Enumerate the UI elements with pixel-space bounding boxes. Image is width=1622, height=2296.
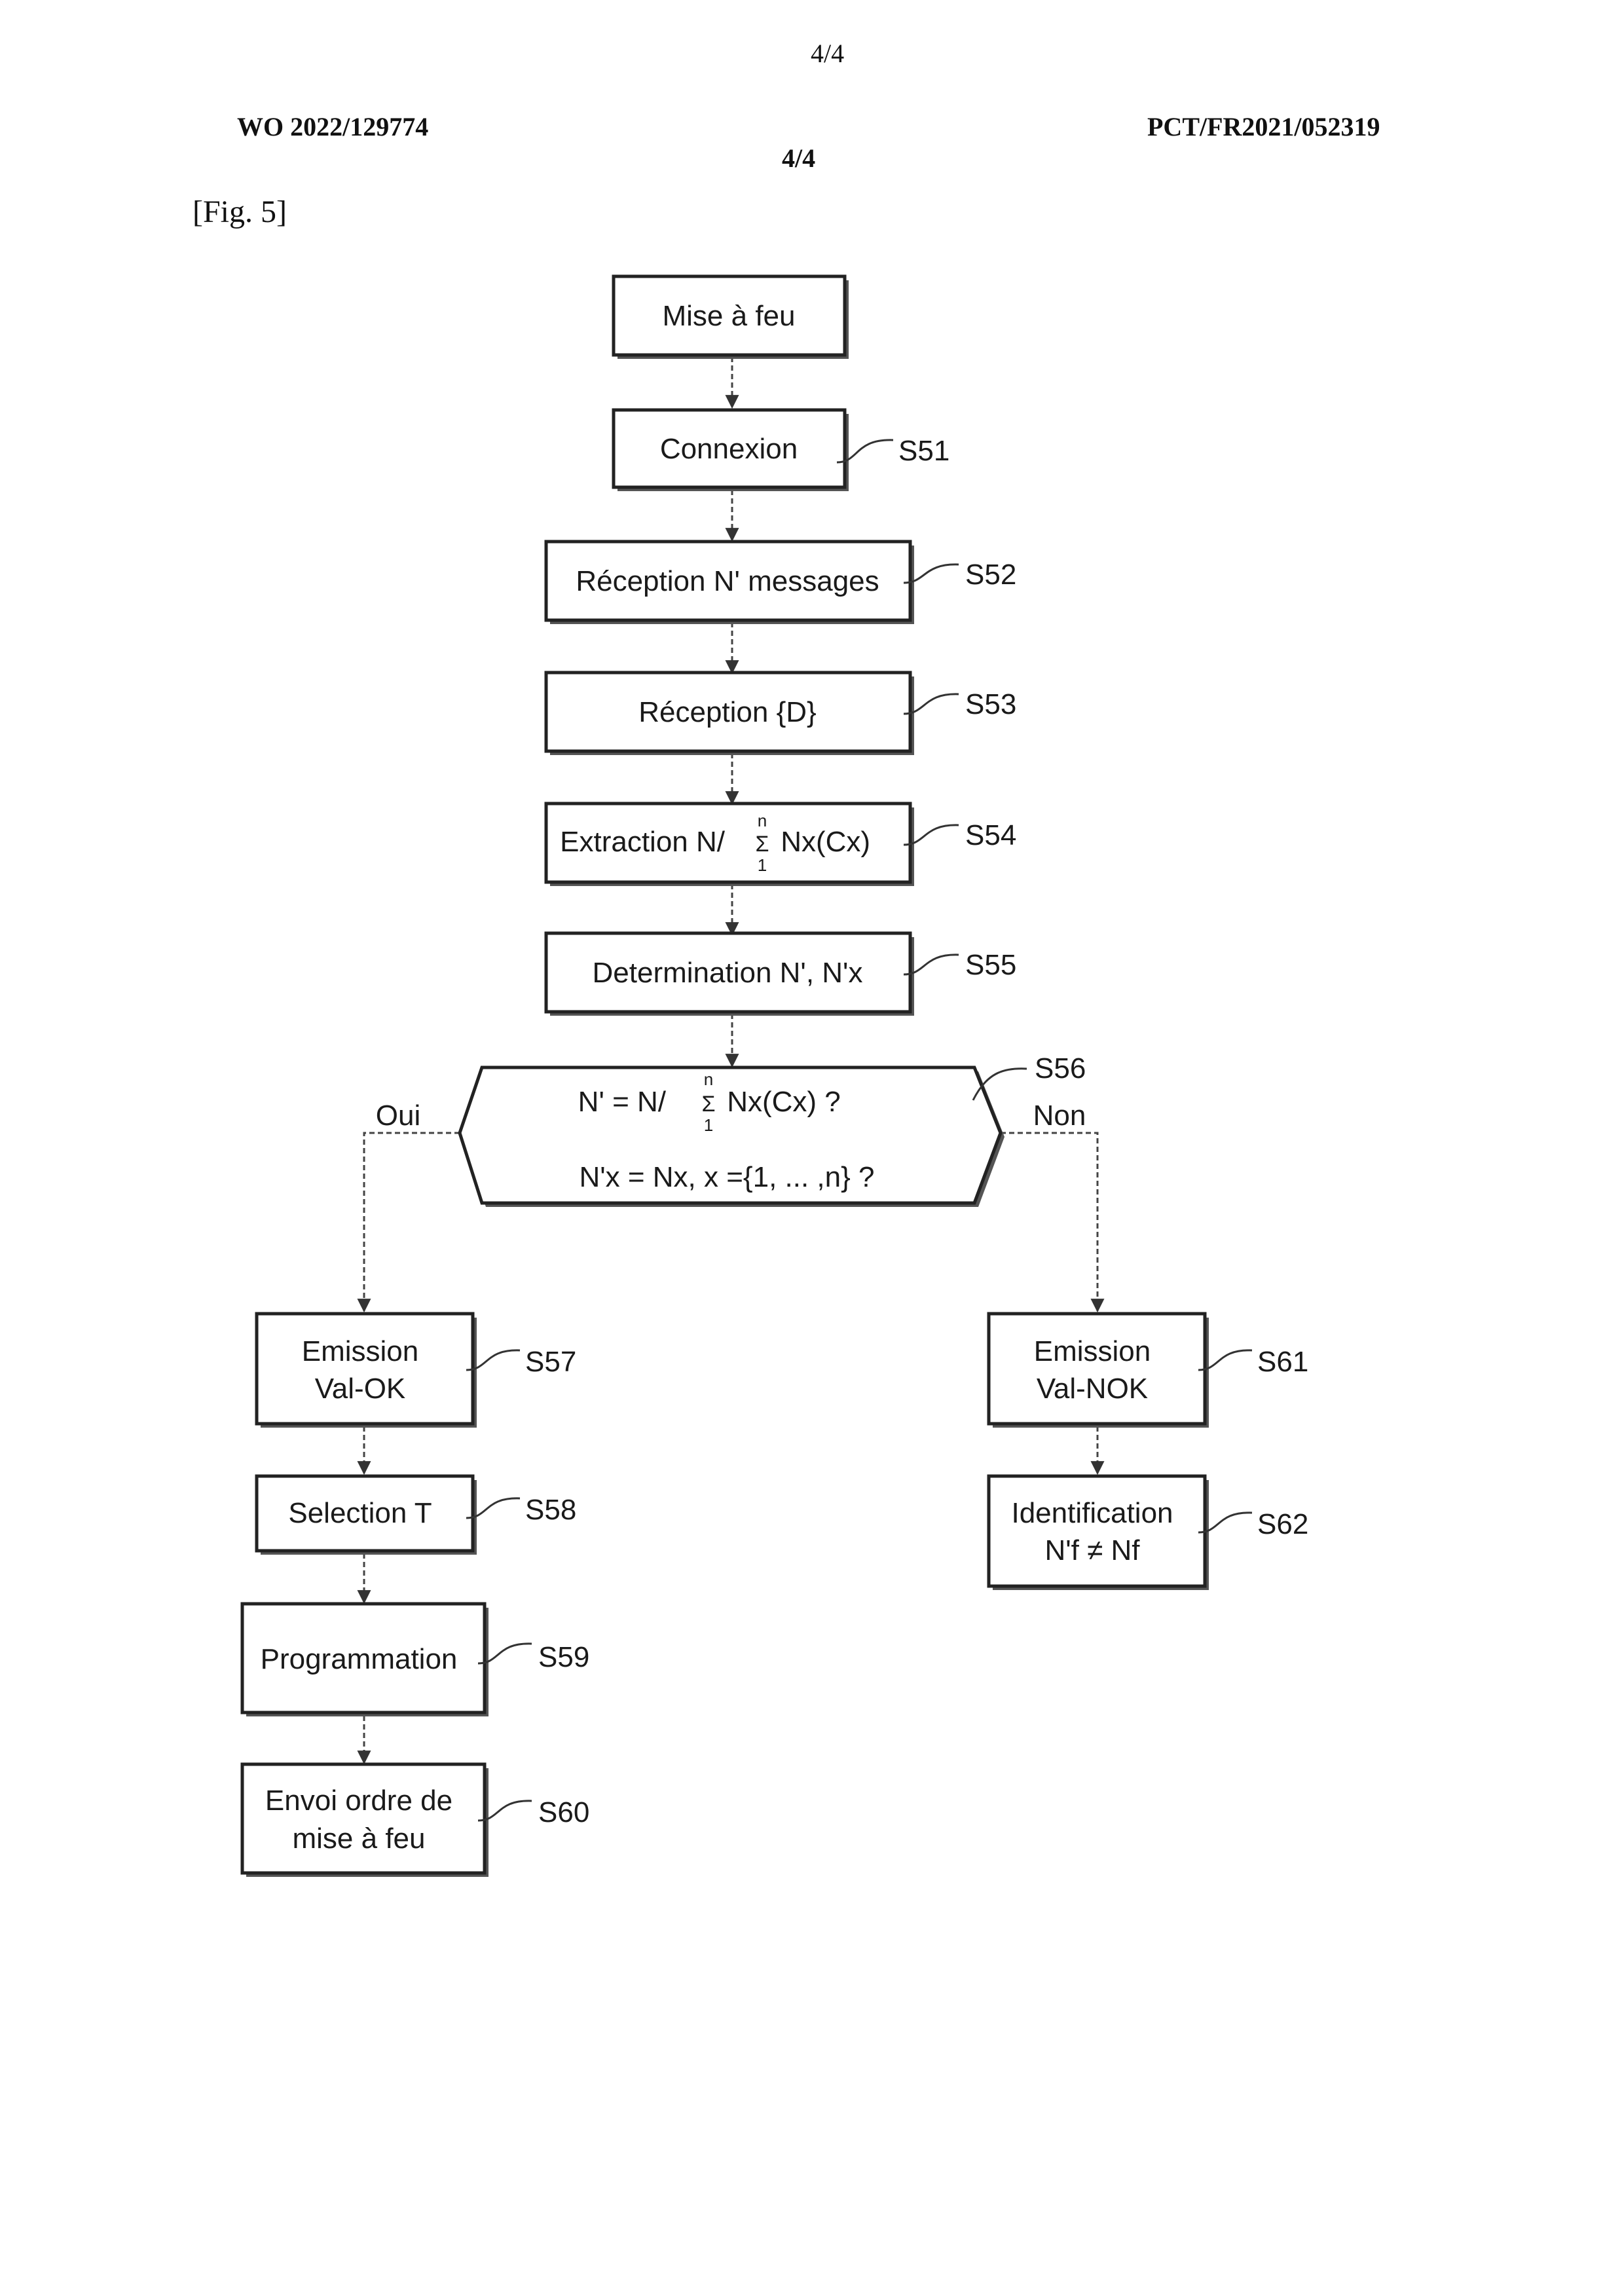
step-s62-ref: S62 (1257, 1508, 1308, 1540)
step-s57-line1: Emission (302, 1335, 419, 1367)
step-s59-ref: S59 (538, 1641, 589, 1673)
step-s57-leader (466, 1349, 521, 1371)
decision-s56-line1-post: Nx(Cx) ? (719, 1086, 841, 1118)
step-s57: Emission Val-OK S57 (255, 1312, 576, 1428)
step-s60-line2: mise à feu (293, 1823, 426, 1855)
connector-no-branch (1001, 1132, 1105, 1313)
decision-s56-sigma-upper: n (704, 1069, 713, 1089)
step-s51-ref: S51 (898, 435, 949, 467)
step-s61-leader (1198, 1349, 1253, 1371)
step-s54-leader (903, 824, 959, 846)
decision-s56-line2: N'x = Nx, x ={1, ... ,n} ? (579, 1161, 874, 1193)
step-s54-ref: S54 (965, 819, 1016, 851)
step-s54-sigma-upper: n (758, 811, 767, 830)
step-s60-line1: Envoi ordre de (265, 1785, 452, 1817)
step-s60: Envoi ordre de mise à feu S60 (240, 1762, 589, 1877)
decision-s56-sigma-lower: 1 (704, 1115, 713, 1135)
step-s61: Emission Val-NOK S61 (987, 1312, 1308, 1428)
step-s52-leader (903, 563, 959, 584)
step-s53-leader (903, 693, 959, 715)
step-s55-ref: S55 (965, 949, 1016, 981)
sheet-number: 4/4 (782, 143, 816, 173)
step-s55-leader (903, 954, 959, 976)
step-s62-line1: Identification (1011, 1497, 1173, 1529)
step-s54-label-pre: Extraction N/ (560, 826, 726, 858)
start-box: Mise à feu (612, 274, 849, 359)
step-s51-label: Connexion (660, 433, 798, 465)
step-s60-ref: S60 (538, 1796, 589, 1828)
application-number: PCT/FR2021/052319 (1147, 112, 1380, 141)
step-s57-ref: S57 (525, 1346, 576, 1378)
step-s61-line2: Val-NOK (1037, 1373, 1148, 1405)
start-label: Mise à feu (663, 300, 796, 332)
step-s59: Programmation S59 (240, 1602, 589, 1716)
step-s53-ref: S53 (965, 688, 1016, 720)
step-s58-label: Selection T (288, 1497, 432, 1529)
decision-no-label: Non (1033, 1100, 1086, 1132)
step-s52-ref: S52 (965, 559, 1016, 591)
step-s55-label: Determination N', N'x (593, 957, 863, 989)
connector-yes-branch (357, 1132, 460, 1313)
step-s62-line2: N'f ≠ Nf (1045, 1534, 1141, 1566)
step-s58: Selection T S58 (255, 1474, 576, 1555)
document-number: WO 2022/129774 (237, 112, 429, 141)
step-s59-label: Programmation (261, 1643, 458, 1675)
step-s58-ref: S58 (525, 1494, 576, 1526)
step-s53-label: Réception {D} (638, 696, 817, 728)
step-s54: Extraction N/ n Σ 1 Nx(Cx) S54 (544, 802, 1016, 886)
step-s52: Réception N' messages S52 (544, 540, 1016, 624)
step-s61-ref: S61 (1257, 1346, 1308, 1378)
figure-label: [Fig. 5] (193, 194, 287, 229)
step-s62: Identification N'f ≠ Nf S62 (987, 1474, 1308, 1590)
step-s54-sigma: Σ (755, 832, 769, 857)
step-s61-line1: Emission (1034, 1335, 1151, 1367)
step-s55: Determination N', N'x S55 (544, 931, 1016, 1016)
step-s53: Réception {D} S53 (544, 671, 1016, 755)
page-number: 4/4 (811, 39, 845, 68)
decision-s56-leader (972, 1067, 1027, 1101)
step-s54-label-post: Nx(Cx) (773, 826, 870, 858)
decision-s56-sigma: Σ (701, 1092, 715, 1117)
step-s60-leader (477, 1800, 532, 1822)
step-s54-sigma-lower: 1 (758, 855, 767, 875)
step-s51: Connexion S51 (612, 408, 949, 491)
step-s58-leader (466, 1497, 521, 1519)
step-s57-line2: Val-OK (315, 1373, 406, 1405)
decision-s56: N' = N/ n Σ 1 Nx(Cx) ? N'x = Nx, x ={1, … (376, 1052, 1086, 1207)
decision-s56-line1-pre: N' = N/ (578, 1086, 667, 1118)
step-s62-leader (1198, 1511, 1253, 1534)
step-s52-label: Réception N' messages (576, 565, 879, 597)
step-s59-leader (477, 1642, 532, 1665)
step-s51-leader (836, 439, 894, 464)
decision-s56-ref: S56 (1035, 1052, 1086, 1084)
decision-yes-label: Oui (376, 1100, 420, 1132)
connectors (357, 357, 1105, 1765)
